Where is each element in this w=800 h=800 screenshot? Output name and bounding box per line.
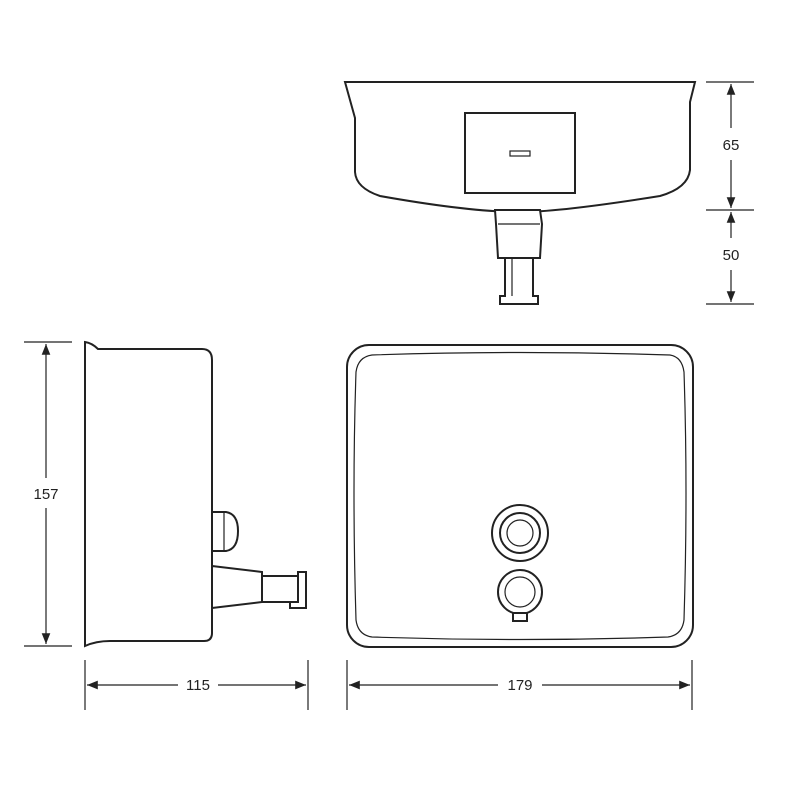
front-view <box>346 344 694 648</box>
dim-label-115: 115 <box>186 677 210 694</box>
top-view-panel <box>464 112 576 194</box>
side-view-dimensions: 157 115 <box>24 341 309 710</box>
side-view-body <box>84 340 213 648</box>
front-view-ring-middle <box>499 512 541 554</box>
side-view-spout-end <box>289 571 307 609</box>
dim-label-65: 65 <box>723 137 740 154</box>
top-view <box>343 81 697 305</box>
front-view-outer <box>346 344 694 648</box>
top-view-slot <box>509 150 531 157</box>
side-view-spout <box>211 564 263 610</box>
side-view <box>84 340 307 648</box>
front-view-push-button-inner <box>504 576 536 608</box>
side-view-button <box>211 511 240 552</box>
top-view-dimensions: 65 50 <box>706 81 754 305</box>
front-view-ring-inner <box>506 519 534 547</box>
dim-label-179: 179 <box>507 677 532 694</box>
top-view-spout-nozzle <box>499 257 539 305</box>
front-view-inner <box>353 351 687 641</box>
dim-label-50: 50 <box>723 247 740 264</box>
front-view-nozzle <box>512 612 528 622</box>
side-view-spout-tip <box>261 575 299 603</box>
front-view-dimensions: 179 <box>346 660 693 710</box>
dim-label-157: 157 <box>33 486 58 503</box>
top-view-spout-collar <box>493 209 544 259</box>
